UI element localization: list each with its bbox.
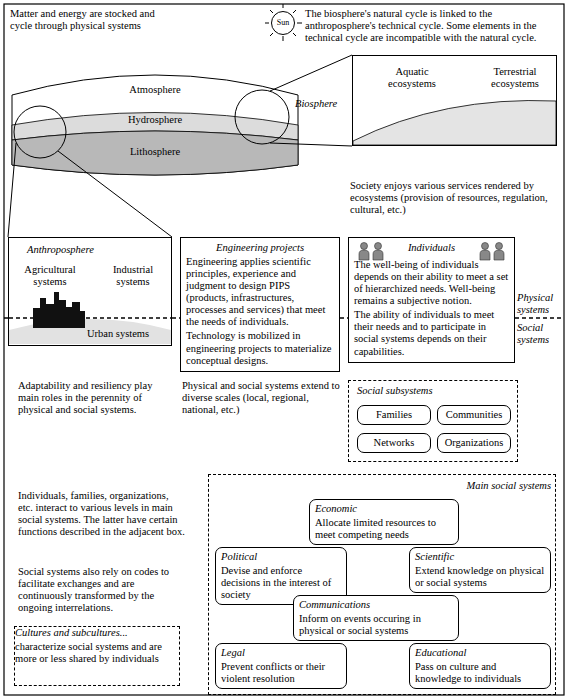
city-building bbox=[66, 307, 72, 328]
node-text: The ability of individuals to meet their… bbox=[354, 309, 509, 357]
node-text: Allocate limited resources to meet compe… bbox=[315, 517, 453, 541]
node-text: Urban systems bbox=[73, 328, 163, 340]
node-text: Pass on culture and knowledge to individ… bbox=[415, 661, 545, 685]
zoom-line bbox=[8, 143, 16, 237]
node-heading: Communications bbox=[299, 599, 453, 611]
person-icon bbox=[373, 243, 383, 261]
node-text: characterize social systems and are more… bbox=[15, 641, 179, 665]
node-heading: Networks bbox=[363, 437, 425, 449]
node-text: Terrestrial ecosystems bbox=[481, 66, 549, 90]
node-heading: Communities bbox=[443, 409, 505, 421]
node-heading: Individuals bbox=[354, 242, 509, 254]
node-heading: Sun bbox=[272, 18, 294, 27]
free-label: Atmosphere bbox=[105, 84, 205, 96]
city-building bbox=[80, 311, 85, 328]
zoom-line bbox=[58, 151, 172, 237]
node-text: Extend knowledge on physical or social s… bbox=[415, 565, 545, 589]
ground-curve bbox=[353, 101, 556, 146]
node-heading: Social subsystems bbox=[357, 385, 507, 397]
person-icon bbox=[359, 243, 369, 261]
node-text: Industrial systems bbox=[103, 264, 163, 288]
node-heading: Scientific bbox=[415, 551, 545, 563]
node-heading: Legal bbox=[221, 647, 341, 659]
free-label: Social systems also rely on codes to fac… bbox=[18, 566, 182, 614]
main-systems-group: Main social systemsEconomicAllocate limi… bbox=[208, 474, 556, 695]
free-label: Individuals, families, organizations, et… bbox=[18, 490, 186, 538]
zoom-circle bbox=[14, 106, 66, 158]
node-heading: Engineering projects bbox=[186, 242, 334, 254]
biosphere-box: BiosphereAquatic ecosystemsTerrestrial e… bbox=[352, 55, 557, 146]
free-label: Social systems bbox=[517, 322, 562, 346]
node-text: Engineering applies scientific principle… bbox=[186, 256, 334, 328]
system-box: ScientificExtend knowledge on physical o… bbox=[409, 547, 551, 593]
node-heading: Main social systems bbox=[439, 480, 551, 492]
individuals-box: IndividualsThe well-being of individuals… bbox=[348, 237, 515, 363]
node-heading: Educational bbox=[415, 647, 545, 659]
node-text: Technology is mobilized in engineering p… bbox=[186, 330, 334, 366]
engineering-box: Engineering projectsEngineering applies … bbox=[180, 237, 340, 372]
node-heading: Political bbox=[221, 551, 341, 563]
node-text: Aquatic ecosystems bbox=[381, 66, 443, 90]
zoom-line bbox=[270, 143, 352, 146]
city-building bbox=[59, 300, 66, 328]
node-text: Agricultural systems bbox=[17, 264, 83, 288]
free-label: Hydrosphere bbox=[105, 114, 205, 126]
subsystem-box: Networks bbox=[357, 433, 431, 453]
subsystem-box: Communities bbox=[437, 405, 511, 425]
free-label: Lithosphere bbox=[105, 146, 205, 158]
sun-circle: Sun bbox=[271, 11, 295, 35]
free-label: Matter and energy are stocked and cycle … bbox=[10, 8, 178, 32]
sun-rays bbox=[265, 4, 302, 41]
node-text: Inform on events occuring in physical or… bbox=[299, 613, 453, 637]
zoom-line bbox=[270, 55, 352, 91]
free-label: Physical and social systems extend to di… bbox=[182, 380, 342, 416]
city-building bbox=[54, 292, 59, 328]
node-heading: Economic bbox=[315, 503, 453, 515]
city-building bbox=[46, 304, 54, 328]
free-label: Physical systems bbox=[517, 292, 562, 316]
system-box: LegalPrevent conflicts or their violent … bbox=[215, 643, 347, 689]
node-heading: Organizations bbox=[443, 437, 505, 449]
free-label: Society enjoys various services rendered… bbox=[350, 180, 558, 216]
node-heading: Anthroposphere bbox=[27, 244, 127, 256]
free-label: The biosphere's natural cycle is linked … bbox=[305, 8, 559, 44]
system-box: EducationalPass on culture and knowledge… bbox=[409, 643, 551, 689]
subsystems-group: Social subsystemsFamilies CommunitiesNetw… bbox=[348, 380, 518, 462]
city-building bbox=[40, 298, 46, 328]
city-building bbox=[33, 308, 40, 328]
person-icon bbox=[494, 243, 504, 261]
zoom-circle bbox=[235, 90, 289, 144]
subsystem-box: Families bbox=[357, 405, 431, 425]
city-building bbox=[72, 302, 80, 328]
cultures-group: Cultures and subcultures... characterize … bbox=[14, 626, 180, 686]
anthroposphere-box: AnthroposphereAgricultural systems Indust… bbox=[8, 237, 172, 346]
node-text: The well-being of individuals depends on… bbox=[354, 259, 509, 307]
outer-frame bbox=[4, 4, 564, 695]
node-heading: Biosphere bbox=[295, 98, 347, 110]
node-heading: Families bbox=[363, 409, 425, 421]
person-icon bbox=[480, 243, 490, 261]
node-heading: Cultures and subcultures... bbox=[15, 627, 179, 639]
system-box: CommunicationsInform on events occuring … bbox=[293, 595, 459, 641]
node-text: Prevent conflicts or their violent resol… bbox=[221, 661, 341, 685]
system-box: EconomicAllocate limited resources to me… bbox=[309, 499, 459, 545]
subsystem-box: Organizations bbox=[437, 433, 511, 453]
free-label: Adaptability and resiliency play main ro… bbox=[18, 380, 170, 416]
atmosphere-shape bbox=[12, 75, 298, 175]
